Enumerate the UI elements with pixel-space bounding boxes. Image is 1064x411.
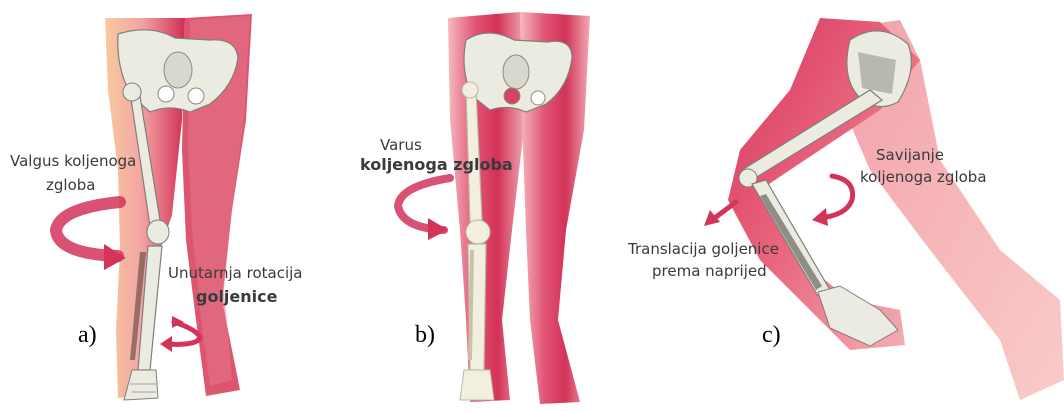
translation-label-line1: Translacija goljenice — [628, 240, 779, 258]
varus-label-line1: Varus — [380, 136, 422, 154]
translation-label-line2: prema naprijed — [652, 262, 767, 280]
flexion-label-line2: koljenoga zgloba — [860, 168, 987, 186]
panel-c-flexion-arrow — [812, 176, 853, 226]
valgus-label-line2: zgloba — [46, 176, 95, 194]
panel-c-letter: c) — [762, 322, 781, 349]
panel-a-valgus-arrow — [56, 202, 126, 270]
valgus-label-line1: Valgus koljenoga — [10, 152, 136, 170]
rotation-label-line1: Unutarnja rotacija — [168, 264, 302, 282]
panel-a-rotation-arrow — [160, 316, 200, 352]
varus-label-line2: koljenoga zgloba — [360, 156, 513, 174]
panel-a-letter: a) — [78, 322, 97, 349]
rotation-label-line2: goljenice — [196, 288, 277, 306]
panel-b-varus-arrow — [398, 178, 450, 240]
panel-c-translation-arrow — [704, 202, 736, 226]
flexion-label-line1: Savijanje — [876, 146, 944, 164]
panel-b-letter: b) — [415, 322, 435, 349]
